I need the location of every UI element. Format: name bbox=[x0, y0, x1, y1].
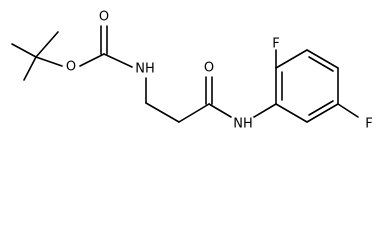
ring-bond-5-inner bbox=[308, 100, 334, 116]
ring-bond-2 bbox=[275, 49, 308, 69]
bond-ch2-c-amide bbox=[178, 103, 210, 123]
molecule-diagram: O O NH O NH F F bbox=[11, 10, 373, 132]
atom-nh-carbamate: NH bbox=[135, 62, 155, 77]
atom-f-ortho: F bbox=[272, 37, 279, 52]
ring-bond-6 bbox=[275, 103, 308, 123]
bond-nh-ring bbox=[253, 103, 277, 118]
bond-c-nh-amide bbox=[208, 103, 232, 118]
atom-o-amide: O bbox=[204, 61, 214, 76]
structure-canvas: O O NH O NH F F bbox=[11, 10, 373, 132]
atom-nh-amide: NH bbox=[233, 117, 253, 132]
bond-ring-f-meta bbox=[337, 103, 359, 118]
atom-o-carbamate-carbonyl: O bbox=[99, 10, 109, 25]
bond-tbu-c3 bbox=[35, 31, 59, 58]
bond-tbu-c1 bbox=[11, 43, 37, 58]
bond-tbu-c2 bbox=[23, 56, 37, 81]
bond-ch2-ch2 bbox=[145, 102, 180, 123]
bond-o-c-carbamate bbox=[79, 53, 105, 67]
ring-bond-3-inner bbox=[308, 56, 334, 72]
atom-o-ester: O bbox=[66, 60, 76, 75]
bond-c-nh-carbamate bbox=[103, 53, 133, 68]
bond-tbu-o bbox=[35, 56, 63, 67]
ring-bond-5 bbox=[306, 103, 339, 123]
ring-bond-3 bbox=[306, 49, 339, 69]
atom-f-meta: F bbox=[365, 117, 372, 132]
